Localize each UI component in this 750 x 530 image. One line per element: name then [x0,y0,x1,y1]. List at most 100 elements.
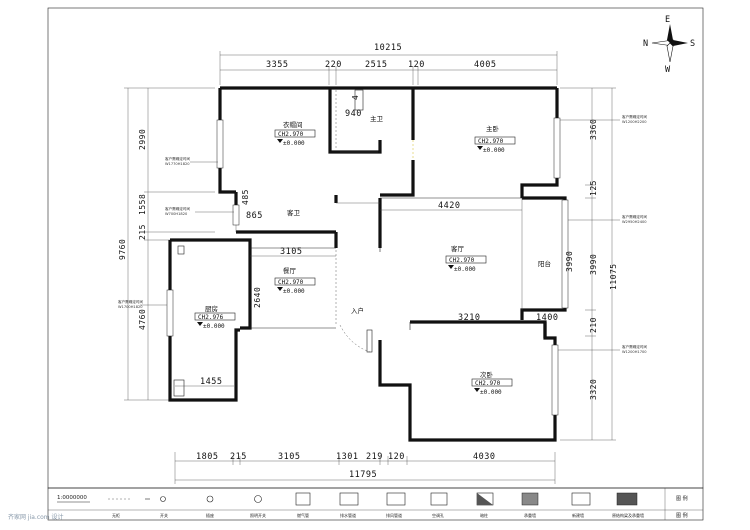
walls [168,86,567,442]
dim-bot-2: 215 [230,452,247,462]
room-dining: 餐厅 [283,266,297,275]
svg-text:W2950H2400: W2950H2400 [622,220,647,224]
legend-11: 承重墙 [524,512,536,518]
level-second: CH2.970 ±0.000 [471,378,513,396]
dim-left-4: 4760 [138,309,147,330]
level-living: CH2.970 ±0.000 [445,255,487,273]
legend-5: 照明开关 [250,512,266,518]
svg-text:客户需确定时间: 客户需确定时间 [165,156,191,161]
room-master-bath: 主卫 [370,114,384,123]
level-markers: CH2.970 ±0.000 CH2.970 ±0.000 CH2.970 ±0… [194,129,516,396]
dim-right-total: 11075 [609,263,618,290]
compass-rose: E N S W [643,15,696,75]
dim-right-5: 3320 [589,379,598,400]
svg-text:CH2.970: CH2.970 [475,380,501,387]
dim-top-2: 220 [325,60,342,70]
dim-right-1: 3360 [589,119,598,140]
dim-left-2: 1558 [138,194,147,215]
room-kitchen: 厨房 [205,304,218,313]
interior-lines [173,89,523,397]
legend-3: 开关 [160,512,168,518]
interior-dimensions: 940 4 865 485 4420 3105 2640 3210 1400 3… [175,95,574,387]
svg-text:±0.000: ±0.000 [454,266,476,273]
dim-bot-3: 3105 [278,452,300,462]
level-master: CH2.970 ±0.000 [474,136,516,154]
svg-text:CH2.970: CH2.970 [478,138,504,145]
dim-top-5: 4005 [474,60,496,70]
level-cloakroom: CH2.970 ±0.000 [274,129,316,147]
dim-left-3: 215 [138,224,147,240]
svg-text:CH2.970: CH2.970 [449,257,475,264]
room-cloakroom: 衣帽间 [283,120,303,129]
dim-bot-5: 219 [366,452,383,462]
dim-right-3: 3990 [589,254,598,275]
window-kitchen [166,289,174,337]
dim-kitchen-w: 1455 [200,377,222,387]
dim-dining-h: 2640 [253,287,262,308]
window-balcony [561,199,569,309]
room-master-bed: 主卧 [486,124,500,133]
room-entry: 入户 [351,306,364,315]
watermark: 齐家网 jia.com 设计 [8,513,64,521]
svg-text:CH2.976: CH2.976 [198,314,224,321]
dim-right-2: 125 [589,180,598,196]
svg-text:W700H1820: W700H1820 [165,212,188,216]
svg-text:CH2.970: CH2.970 [278,279,304,286]
dim-bot-4: 1301 [336,452,358,462]
dim-top-4: 120 [408,60,425,70]
dim-zhuwei-a: 940 [345,109,362,119]
legend-symbols [108,492,638,506]
svg-text:客户需确定时间: 客户需确定时间 [622,344,648,349]
compass-s: S [690,39,696,49]
legend-10: 暗柱 [480,512,488,518]
window-guest-bath [232,204,240,226]
compass-n: N [643,39,649,49]
svg-text:客户需确定时间: 客户需确定时间 [118,299,144,304]
window-second [551,344,559,416]
top-dimensions: 10215 3355 220 2515 120 4005 [219,43,558,85]
legend-scale: 1:0000000 [57,495,87,501]
drawing-frame [47,7,704,489]
level-dining: CH2.970 ±0.000 [274,277,316,295]
bottom-dimensions: 1805 215 3105 1301 219 120 4030 11795 [174,452,556,484]
room-labels: 衣帽间 主卫 主卧 客卫 客厅 阳台 餐厅 厨房 入户 次卧 [205,114,551,379]
room-living: 客厅 [451,244,465,253]
svg-text:客户需确定时间: 客户需确定时间 [622,114,648,119]
svg-text:W1770H1820: W1770H1820 [165,162,190,166]
dim-top-total: 10215 [374,43,402,53]
legend-4: 插座 [206,512,214,518]
svg-text:客户需确定时间: 客户需确定时间 [165,206,191,211]
dim-right-4: 210 [589,317,598,333]
room-guest-bath: 客卫 [287,208,301,217]
dim-bottom-total: 11795 [349,470,377,480]
left-dimensions: 9760 2990 1558 215 4760 [118,87,215,401]
compass-w: W [665,65,671,75]
dim-kewei-a: 865 [246,211,263,221]
legend-strip: 1:0000000 无柜 开关 插座 照明开关 燃气管 排水管道 排风管道 空调… [8,487,704,521]
legend-side-2: 图 例 [676,512,688,519]
svg-text:W1200H1700: W1200H1700 [622,350,647,354]
svg-text:±0.000: ±0.000 [480,389,502,396]
dim-left-total: 9760 [118,239,127,260]
svg-text:±0.000: ±0.000 [283,288,305,295]
level-kitchen: CH2.976 ±0.000 [194,312,236,330]
windows [166,117,569,416]
dim-bot-6: 120 [388,452,405,462]
dim-dining-w: 3105 [280,247,302,257]
dim-living-w: 4420 [438,201,460,211]
legend-13: 原结构梁及承重墙 [612,512,644,518]
svg-text:±0.000: ±0.000 [283,140,305,147]
legend-12: 新建墙 [572,512,584,518]
svg-text:W1200H2200: W1200H2200 [622,120,647,124]
dim-zhuwei-b: 4 [351,95,360,100]
dim-left-1: 2990 [138,129,147,150]
legend-9: 空调孔 [432,512,444,518]
dim-living-low: 3210 [458,313,480,323]
legend-6: 燃气管 [297,512,309,518]
window-notes: 客户需确定时间 W1770H1820 客户需确定时间 W700H1820 客户需… [118,114,648,354]
dim-bot-1: 1805 [196,452,218,462]
dim-balcony-h: 3990 [565,251,574,272]
dim-top-1: 3355 [266,60,288,70]
window-master [553,117,561,179]
legend-7: 排水管道 [340,512,356,518]
